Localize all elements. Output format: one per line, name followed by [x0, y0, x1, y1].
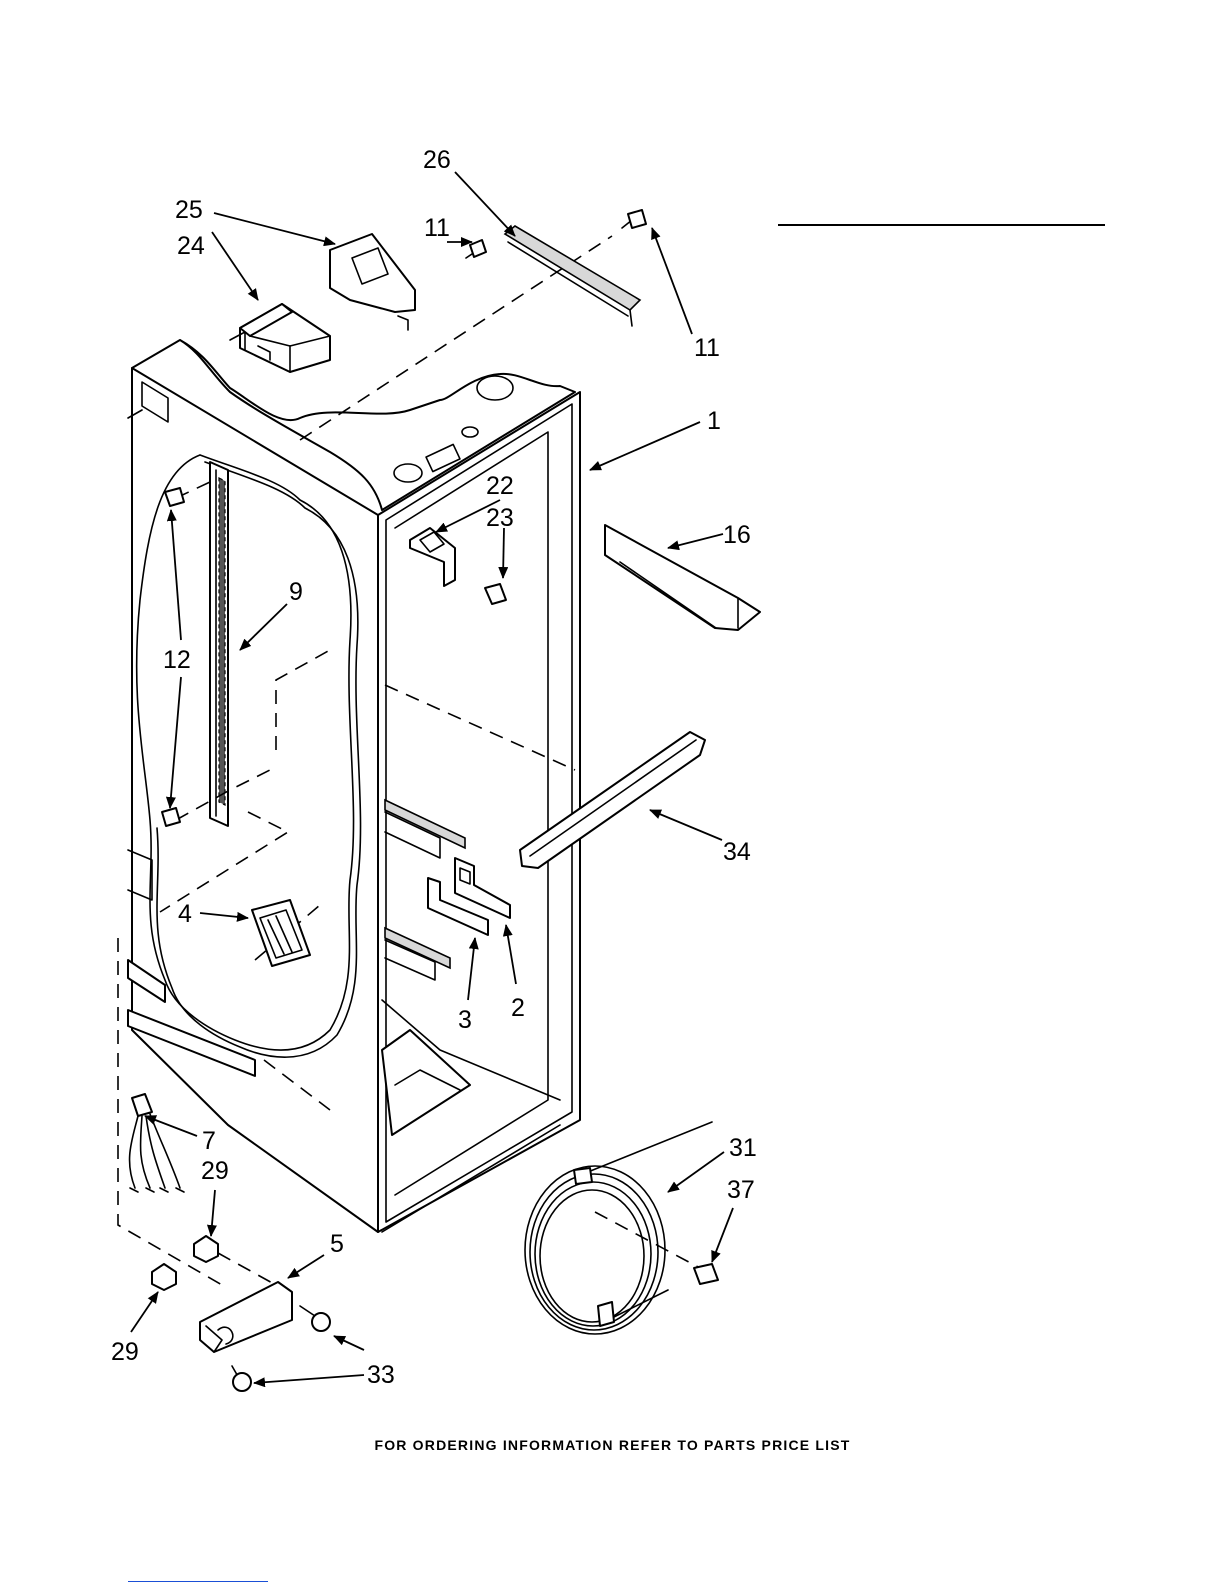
callout-37: 37	[727, 1176, 755, 1204]
callout-4: 4	[178, 900, 192, 928]
callout-25: 25	[175, 196, 203, 224]
callout-34: 34	[723, 838, 751, 866]
housing-5	[200, 1282, 292, 1352]
callout-24: 24	[177, 232, 205, 260]
wire-harness-7	[130, 1094, 184, 1192]
title-rule	[778, 224, 1105, 226]
callout-7: 7	[202, 1127, 216, 1155]
callout-5: 5	[330, 1230, 344, 1258]
callout-29-upper: 29	[201, 1157, 229, 1185]
plugs-29	[152, 1236, 218, 1290]
top-strip	[505, 226, 640, 326]
callout-22: 22	[486, 472, 514, 500]
callout-9: 9	[289, 578, 303, 606]
screw-37	[694, 1264, 718, 1284]
callout-31: 31	[729, 1134, 757, 1162]
control-housing	[230, 304, 330, 372]
vertical-shelf-rail	[210, 462, 228, 826]
callout-1: 1	[707, 407, 721, 435]
tubing-coil-31	[525, 1122, 712, 1334]
callout-29-lower: 29	[111, 1338, 139, 1366]
callout-33: 33	[367, 1361, 395, 1389]
callout-26: 26	[423, 146, 451, 174]
callout-11-right: 11	[694, 334, 720, 362]
callout-16: 16	[723, 521, 751, 549]
screw-11b	[622, 210, 646, 228]
callout-2: 2	[511, 994, 525, 1022]
callout-12: 12	[163, 646, 191, 674]
callout-11-top: 11	[424, 214, 450, 242]
bottom-link-underline[interactable]	[128, 1581, 268, 1582]
callout-23: 23	[486, 504, 514, 532]
ordering-info-footer: FOR ORDERING INFORMATION REFER TO PARTS …	[0, 1437, 1225, 1453]
callout-3: 3	[458, 1006, 472, 1034]
housing-bracket	[330, 234, 415, 330]
